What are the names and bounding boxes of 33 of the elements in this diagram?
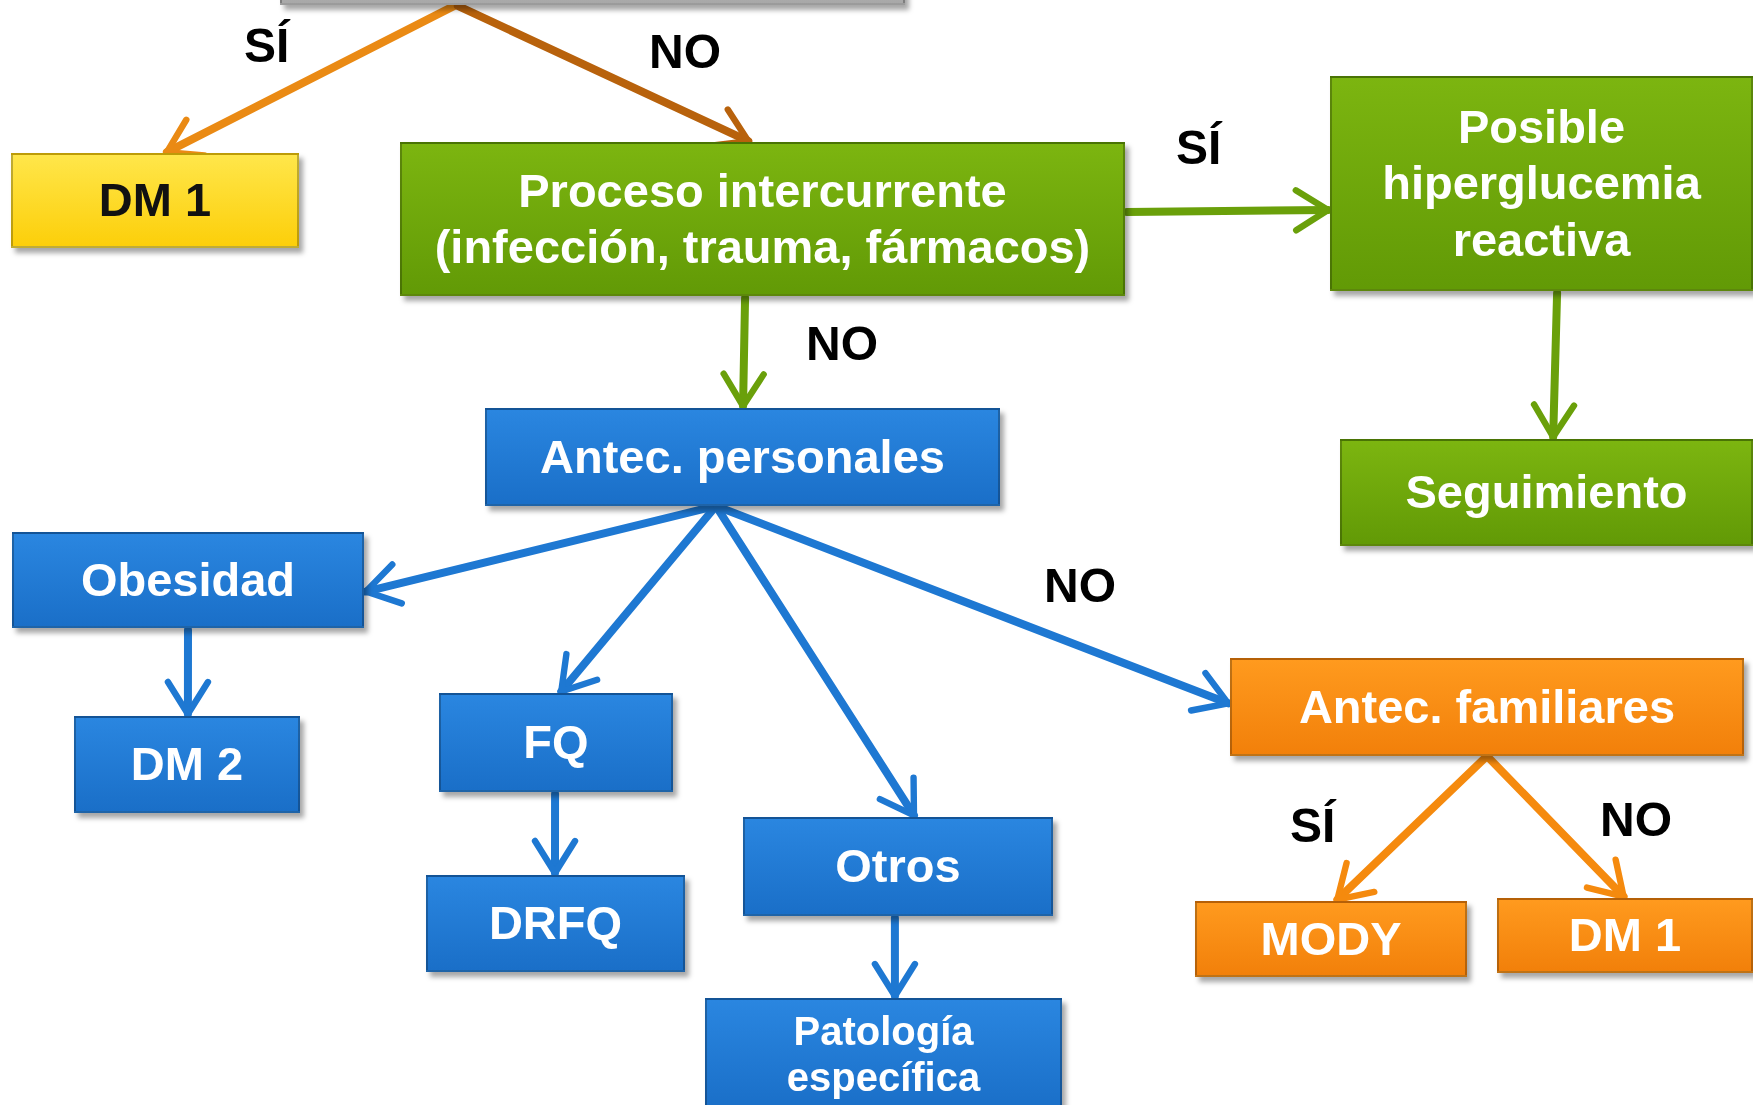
node-label: Otros	[835, 838, 961, 895]
arrow	[164, 626, 212, 718]
arrow	[531, 790, 579, 877]
node-label: Patología específica	[785, 1008, 982, 1100]
process-box	[439, 693, 673, 792]
process-box	[1230, 658, 1744, 756]
arrow	[871, 914, 919, 1000]
node-label: Seguimiento	[1405, 464, 1688, 521]
process-box	[1195, 901, 1467, 977]
process-box	[400, 142, 1125, 296]
node-label: FQ	[523, 714, 589, 771]
node-label: Posible hiperglucemia reactiva	[1381, 98, 1703, 268]
process-box	[1330, 76, 1753, 291]
node-label: Antec. familiares	[1298, 678, 1676, 735]
arrow	[1530, 289, 1578, 441]
node-label: DM 1	[98, 172, 212, 229]
process-box	[11, 153, 299, 248]
process-box	[74, 716, 300, 813]
arrow	[720, 294, 767, 410]
node-label: Proceso intercurrente (infección, trauma, fármacos)	[433, 162, 1092, 275]
node-label: DM 1	[1568, 907, 1682, 964]
process-box	[743, 817, 1053, 916]
process-box	[1497, 898, 1753, 973]
process-box	[426, 875, 685, 972]
node-label: DM 2	[130, 736, 244, 793]
node-label: MODY	[1260, 910, 1402, 967]
node-label: DRFQ	[488, 895, 623, 952]
node-label: Obesidad	[80, 551, 296, 608]
process-box	[485, 408, 1000, 506]
process-box	[1340, 439, 1753, 546]
node-label: Antec. personales	[540, 428, 945, 485]
process-box	[705, 998, 1062, 1105]
process-box	[12, 532, 364, 628]
